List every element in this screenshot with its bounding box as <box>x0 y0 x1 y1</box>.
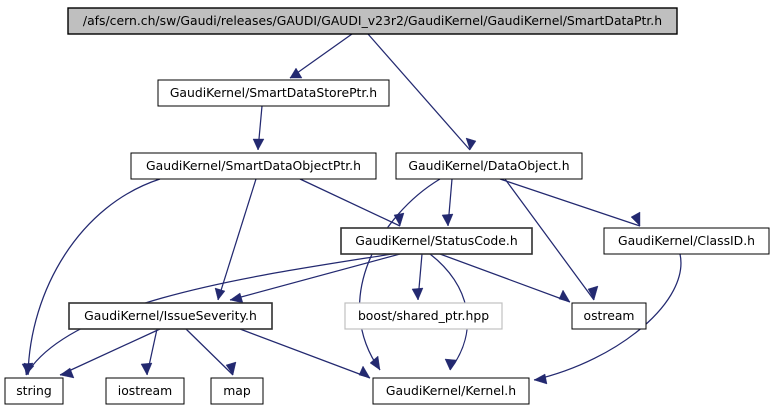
graph-node-classid[interactable]: GaudiKernel/ClassID.h <box>603 227 770 255</box>
arrow-head-icon <box>630 211 641 227</box>
edge-line <box>439 253 571 303</box>
edge-dataobject-to-ostream <box>504 178 599 301</box>
node-box[interactable] <box>340 227 533 255</box>
edge-root-to-smartdatastoreptr <box>289 33 353 79</box>
edge-line <box>299 178 401 227</box>
edge-line <box>217 178 257 301</box>
arrow-head-icon <box>411 287 424 301</box>
node-box[interactable] <box>372 377 530 405</box>
edge-statuscode-to-ostream <box>439 253 571 303</box>
edge-smartdataobjectptr-to-statuscode <box>299 178 405 227</box>
edge-dataobject-to-statuscode <box>441 178 454 227</box>
edge-line <box>289 33 353 79</box>
node-box[interactable] <box>105 377 185 405</box>
arrow-head-icon <box>225 361 237 376</box>
graph-node-dataobject[interactable]: GaudiKernel/DataObject.h <box>395 152 583 180</box>
edge-issueseverity-to-map <box>185 328 237 376</box>
edge-line <box>367 33 471 151</box>
edge-line <box>504 178 595 301</box>
graph-node-ostream[interactable]: ostream <box>571 302 647 330</box>
arrow-head-icon <box>358 365 371 379</box>
graph-node-smartdataobjectptr[interactable]: GaudiKernel/SmartDataObjectPtr.h <box>130 152 377 180</box>
graph-node-map[interactable]: map <box>210 377 264 405</box>
arrow-head-icon <box>441 213 454 227</box>
node-box[interactable] <box>130 152 377 180</box>
graph-node-iostream[interactable]: iostream <box>105 377 185 405</box>
graph-node-smartdatastoreptr[interactable]: GaudiKernel/SmartDataStorePtr.h <box>157 79 390 107</box>
node-box[interactable] <box>157 79 390 107</box>
node-box[interactable] <box>395 152 583 180</box>
edge-statuscode-to-boostshared <box>411 253 424 301</box>
arrow-head-icon <box>587 285 599 301</box>
arrow-head-icon <box>229 292 244 304</box>
node-box[interactable] <box>4 377 64 405</box>
edge-statuscode-to-string <box>23 253 393 376</box>
arrow-head-icon <box>533 373 548 385</box>
edge-line <box>25 253 393 376</box>
node-box[interactable] <box>571 302 647 330</box>
arrow-head-icon <box>289 67 303 79</box>
edge-issueseverity-to-iostream <box>140 328 158 376</box>
edge-line <box>229 253 401 301</box>
graph-node-issueseverity[interactable]: GaudiKernel/IssueSeverity.h <box>68 302 273 330</box>
arrow-head-icon <box>558 289 571 303</box>
edge-issueseverity-to-kernel <box>239 328 371 379</box>
arrow-head-icon <box>444 358 457 371</box>
edge-root-to-dataobject <box>367 33 477 151</box>
graph-node-kernel[interactable]: GaudiKernel/Kernel.h <box>372 377 530 405</box>
arrow-head-icon <box>214 287 226 301</box>
edge-issueseverity-to-string <box>59 328 161 379</box>
edge-smartdataobjectptr-to-string <box>21 178 161 376</box>
arrow-head-icon <box>369 355 381 371</box>
edge-line <box>359 178 441 371</box>
edge-line <box>185 328 234 376</box>
graph-node-string[interactable]: string <box>4 377 64 405</box>
node-box[interactable] <box>67 7 678 35</box>
arrow-head-icon <box>140 362 153 376</box>
edge-line <box>27 178 161 376</box>
edge-smartdatastoreptr-to-smartdataobjectptr <box>252 105 265 151</box>
edge-dataobject-to-kernel <box>359 178 441 371</box>
edge-dataobject-to-classid <box>499 178 641 227</box>
arrow-head-icon <box>252 138 265 151</box>
edge-line <box>239 328 371 379</box>
edge-line <box>499 178 641 227</box>
arrow-head-icon <box>59 367 75 379</box>
node-layer: /afs/cern.ch/sw/Gaudi/releases/GAUDI/GAU… <box>4 7 770 405</box>
graph-node-statuscode[interactable]: GaudiKernel/StatusCode.h <box>340 227 533 255</box>
graph-node-root[interactable]: /afs/cern.ch/sw/Gaudi/releases/GAUDI/GAU… <box>67 7 678 35</box>
edge-line <box>59 328 161 376</box>
arrow-head-icon <box>465 137 477 151</box>
edge-smartdataobjectptr-to-issueseverity <box>214 178 257 301</box>
edge-statuscode-to-issueseverity <box>229 253 401 304</box>
node-box[interactable] <box>344 302 503 330</box>
node-box[interactable] <box>68 302 273 330</box>
graph-node-boostshared[interactable]: boost/shared_ptr.hpp <box>344 302 503 330</box>
node-box[interactable] <box>603 227 770 255</box>
node-box[interactable] <box>210 377 264 405</box>
arrow-head-icon <box>23 362 35 376</box>
